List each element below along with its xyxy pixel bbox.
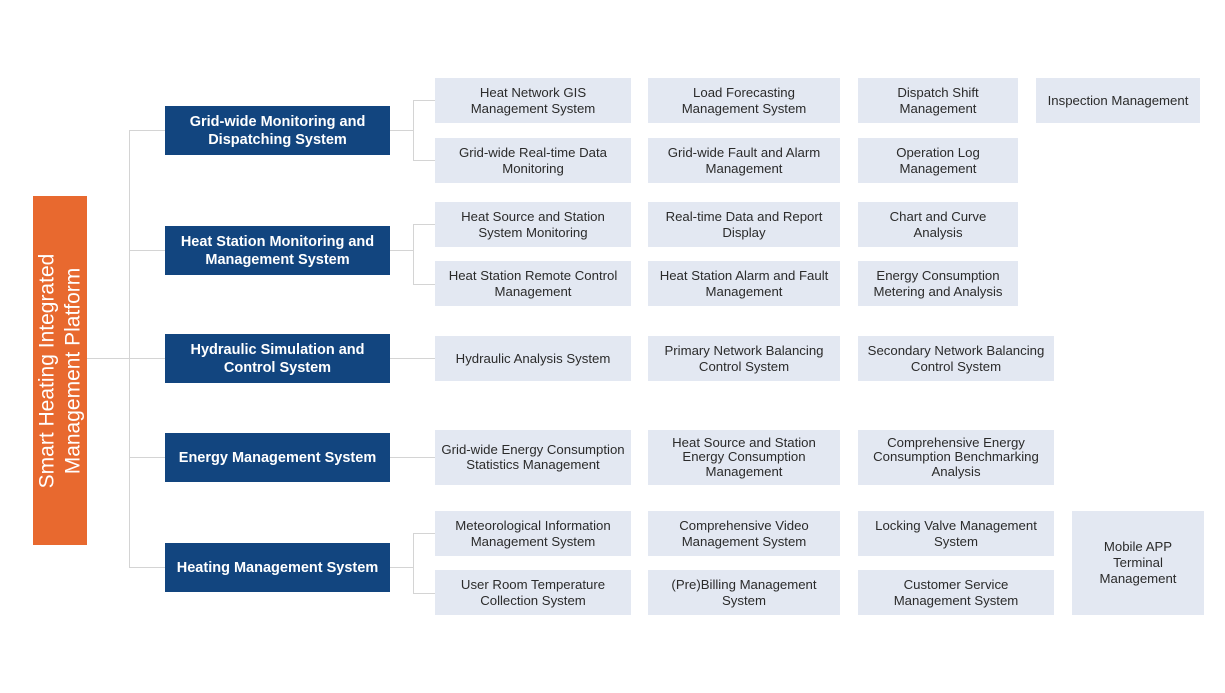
- leaf-mobile-app-terminal-management[interactable]: Mobile APP Terminal Management: [1072, 511, 1204, 615]
- leaf-heat-source-and-station-system-monitoring[interactable]: Heat Source and Station System Monitorin…: [435, 202, 631, 247]
- leaf-label: Load Forecasting Management System: [681, 84, 807, 116]
- connector-branch4-to-child: [390, 457, 435, 458]
- leaf-locking-valve-management-system[interactable]: Locking Valve Management System: [858, 511, 1054, 556]
- leaf-label: Heat Station Alarm and Fault Management: [659, 267, 829, 299]
- leaf-load-forecasting-management-system[interactable]: Load Forecasting Management System: [648, 78, 840, 123]
- leaf-operation-log-management[interactable]: Operation Log Management: [858, 138, 1018, 183]
- leaf-label: Grid-wide Real-time Data Monitoring: [458, 144, 608, 176]
- leaf-customer-service-management-system[interactable]: Customer Service Management System: [858, 570, 1054, 615]
- leaf-heat-station-remote-control-management[interactable]: Heat Station Remote Control Management: [435, 261, 631, 306]
- connector-branch5-to-child-row1: [413, 533, 435, 534]
- connector-branch1-to-child-row1: [413, 100, 435, 101]
- connector-branch5-fork: [413, 533, 414, 593]
- leaf-user-room-temperature-collection-system[interactable]: User Room Temperature Collection System: [435, 570, 631, 615]
- root-label-line2: Management Platform: [61, 267, 85, 474]
- leaf-inspection-management[interactable]: Inspection Management: [1036, 78, 1200, 123]
- branch-node-grid-wide-monitoring-and-dispatching-system[interactable]: Grid-wide Monitoring and Dispatching Sys…: [165, 106, 390, 155]
- connector-branch5-out: [390, 567, 413, 568]
- leaf-primary-network-balancing-control-system[interactable]: Primary Network Balancing Control System: [648, 336, 840, 381]
- leaf-label: Operation Log Management: [896, 144, 980, 176]
- connector-branch5-to-child-row2: [413, 593, 435, 594]
- leaf-label: (Pre)Billing Management System: [671, 576, 817, 608]
- connector-trunk-to-branch-1: [129, 130, 165, 131]
- leaf-label: Grid-wide Energy Consumption Statistics …: [441, 442, 625, 472]
- leaf-label: Customer Service Management System: [893, 576, 1019, 608]
- leaf-heat-source-and-station-energy-consumption-management[interactable]: Heat Source and Station Energy Consumpti…: [648, 430, 840, 485]
- leaf-label: User Room Temperature Collection System: [460, 576, 606, 608]
- connector-branch2-fork: [413, 224, 414, 284]
- leaf-label: Comprehensive Video Management System: [679, 517, 809, 549]
- leaf-meteorological-information-management-system[interactable]: Meteorological Information Management Sy…: [435, 511, 631, 556]
- leaf-label: Real-time Data and Report Display: [665, 208, 823, 240]
- leaf-label: Locking Valve Management System: [875, 517, 1037, 549]
- leaf-real-time-data-and-report-display[interactable]: Real-time Data and Report Display: [648, 202, 840, 247]
- leaf-label: Inspection Management: [1047, 92, 1189, 108]
- leaf-label: Mobile APP Terminal Management: [1099, 539, 1177, 586]
- connector-branch1-to-child-row2: [413, 160, 435, 161]
- leaf-heat-station-alarm-and-fault-management[interactable]: Heat Station Alarm and Fault Management: [648, 261, 840, 306]
- branch-node-label: Grid-wide Monitoring and Dispatching Sys…: [189, 113, 366, 148]
- connector-branch2-to-child-row2: [413, 284, 435, 285]
- leaf-grid-wide-real-time-data-monitoring[interactable]: Grid-wide Real-time Data Monitoring: [435, 138, 631, 183]
- branch-node-label: Heat Station Monitoring and Management S…: [180, 233, 375, 268]
- root-label-line1: Smart Heating Integrated: [35, 253, 59, 488]
- leaf-label: Heat Source and Station Energy Consumpti…: [672, 434, 816, 479]
- leaf-label: Heat Network GIS Management System: [470, 84, 596, 116]
- leaf-label: Energy Consumption Metering and Analysis: [873, 267, 1003, 299]
- leaf-label: Heat Station Remote Control Management: [448, 267, 618, 299]
- connector-branch2-to-child-row1: [413, 224, 435, 225]
- connector-trunk-to-branch-4: [129, 457, 165, 458]
- leaf-chart-and-curve-analysis[interactable]: Chart and Curve Analysis: [858, 202, 1018, 247]
- leaf-grid-wide-energy-consumption-statistics-management[interactable]: Grid-wide Energy Consumption Statistics …: [435, 430, 631, 485]
- leaf-energy-consumption-metering-and-analysis[interactable]: Energy Consumption Metering and Analysis: [858, 261, 1018, 306]
- leaf-secondary-network-balancing-control-system[interactable]: Secondary Network Balancing Control Syst…: [858, 336, 1054, 381]
- connector-branch3-to-child: [390, 358, 435, 359]
- connector-root-stub: [87, 358, 129, 359]
- leaf-label: Chart and Curve Analysis: [889, 208, 987, 240]
- leaf-heat-network-gis-management-system[interactable]: Heat Network GIS Management System: [435, 78, 631, 123]
- leaf-label: Grid-wide Fault and Alarm Management: [667, 144, 821, 176]
- leaf-hydraulic-analysis-system[interactable]: Hydraulic Analysis System: [435, 336, 631, 381]
- leaf-label: Meteorological Information Management Sy…: [455, 517, 611, 549]
- connector-trunk-to-branch-5: [129, 567, 165, 568]
- connector-branch1-out: [390, 130, 413, 131]
- branch-node-label: Heating Management System: [176, 559, 379, 576]
- connector-trunk-to-branch-2: [129, 250, 165, 251]
- leaf-label: Comprehensive Energy Consumption Benchma…: [873, 434, 1039, 479]
- leaf-label: Heat Source and Station System Monitorin…: [461, 208, 605, 240]
- root-node-label: Smart Heating Integrated Management Plat…: [34, 253, 86, 488]
- leaf-comprehensive-video-management-system[interactable]: Comprehensive Video Management System: [648, 511, 840, 556]
- root-node-smart-heating-platform[interactable]: Smart Heating Integrated Management Plat…: [33, 196, 87, 545]
- leaf-label: Primary Network Balancing Control System: [664, 342, 824, 374]
- leaf-dispatch-shift-management[interactable]: Dispatch Shift Management: [858, 78, 1018, 123]
- connector-branch2-out: [390, 250, 413, 251]
- leaf-comprehensive-energy-consumption-benchmarking-analysis[interactable]: Comprehensive Energy Consumption Benchma…: [858, 430, 1054, 485]
- branch-node-hydraulic-simulation-and-control-system[interactable]: Hydraulic Simulation and Control System: [165, 334, 390, 383]
- connector-trunk-to-branch-3: [129, 358, 165, 359]
- leaf-pre-billing-management-system[interactable]: (Pre)Billing Management System: [648, 570, 840, 615]
- branch-node-label: Energy Management System: [178, 449, 377, 466]
- branch-node-heating-management-system[interactable]: Heating Management System: [165, 543, 390, 592]
- branch-node-label: Hydraulic Simulation and Control System: [190, 341, 365, 376]
- leaf-label: Hydraulic Analysis System: [455, 350, 611, 366]
- branch-node-heat-station-monitoring-and-management-system[interactable]: Heat Station Monitoring and Management S…: [165, 226, 390, 275]
- leaf-grid-wide-fault-and-alarm-management[interactable]: Grid-wide Fault and Alarm Management: [648, 138, 840, 183]
- branch-node-energy-management-system[interactable]: Energy Management System: [165, 433, 390, 482]
- connector-branch1-fork: [413, 100, 414, 160]
- connector-trunk-spine: [129, 130, 130, 568]
- leaf-label: Secondary Network Balancing Control Syst…: [867, 342, 1045, 374]
- leaf-label: Dispatch Shift Management: [897, 84, 979, 116]
